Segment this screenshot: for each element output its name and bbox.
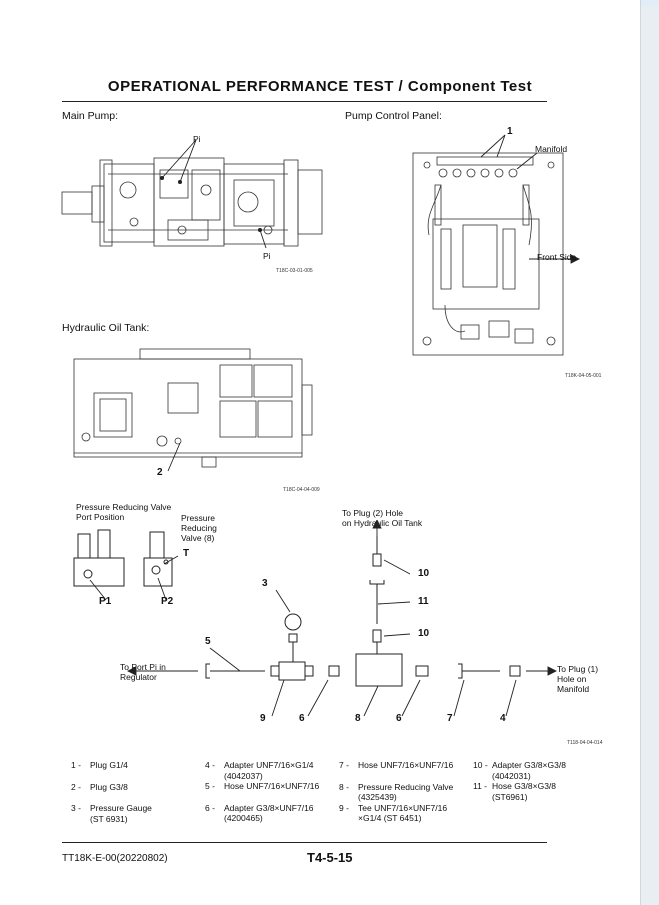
footer-rule: [62, 842, 547, 843]
legend-item: 9 -Tee UNF7/16×UNF7/16: [339, 802, 448, 813]
page-number: T4-5-15: [307, 850, 353, 865]
legend-item: 6 -Adapter G3/8×UNF7/16: [205, 802, 314, 813]
callout-10-top: 10: [418, 568, 430, 579]
callout-6-left: 6: [299, 713, 305, 724]
tank-figure-code: T18C-04-04-009: [283, 487, 320, 493]
pump-control-panel-label: Pump Control Panel:: [345, 110, 442, 122]
diagram-figure-code: T118-04-04-014: [567, 740, 603, 746]
to-plug-1-label: To Plug (1) Hole on Manifold: [557, 664, 599, 694]
legend-item-sub: (ST6961): [492, 791, 528, 802]
main-pump-figure: [61, 139, 323, 249]
control-panel-callout-1: 1: [507, 126, 513, 137]
legend-item: 11 -Hose G3/8×G3/8: [473, 781, 557, 791]
legend-item: 5 -Hose UNF7/16×UNF7/16: [205, 781, 320, 791]
legend-column-4: 10 -Adapter G3/8×G3/8 (4042031) 11 -Hose…: [473, 760, 566, 802]
legend-item-sub: (4042031): [492, 770, 531, 781]
callout-3: 3: [262, 578, 268, 589]
page-title: OPERATIONAL PERFORMANCE TEST / Component…: [107, 78, 533, 95]
legend-item-sub: (4042037): [224, 770, 263, 781]
legend-item: 7 -Hose UNF7/16×UNF7/16: [339, 760, 454, 770]
to-plug-2-label: To Plug (2) Hole on Hydraulic Oil Tank: [342, 508, 423, 528]
main-pump-callout-pi-bottom: Pi: [263, 251, 271, 261]
legend-column-2: 4 -Adapter UNF7/16×G1/4 (4042037) 5 -Hos…: [205, 760, 319, 824]
callout-6-right: 6: [396, 713, 402, 724]
hydraulic-oil-tank-figure: [73, 348, 313, 472]
main-pump-label: Main Pump:: [62, 110, 119, 122]
callout-10-bottom: 10: [418, 628, 430, 639]
callout-7: 7: [447, 713, 453, 724]
p1-label: P1: [99, 596, 112, 607]
main-pump-callout-pi-top: Pi: [193, 134, 201, 144]
legend-item: 8 -Pressure Reducing Valve: [339, 781, 454, 792]
manifold-callout: Manifold: [535, 144, 568, 154]
hydraulic-oil-tank-label: Hydraulic Oil Tank:: [62, 322, 150, 334]
prv-label: Pressure Reducing Valve (8): [181, 513, 217, 543]
callout-4: 4: [500, 713, 506, 724]
prv-port-position-label: Pressure Reducing Valve Port Position: [76, 502, 172, 522]
t-port-label: T: [183, 548, 190, 559]
legend-item-sub: ×G1/4 (ST 6451): [358, 813, 422, 823]
legend-item-sub: (ST 6931): [90, 813, 128, 824]
legend-item: 2 -Plug G3/8: [71, 781, 128, 792]
callout-9: 9: [260, 713, 266, 724]
legend-item: 10 -Adapter G3/8×G3/8: [473, 760, 566, 770]
legend-column-1: 1 -Plug G1/4 2 -Plug G3/8 3 -Pressure Ga…: [71, 760, 152, 824]
pump-control-panel-figure: [412, 134, 581, 356]
legend-item: 1 -Plug G1/4: [71, 760, 128, 770]
p2-label: P2: [161, 596, 174, 607]
callout-11: 11: [418, 596, 429, 607]
doc-code: TT18K-E-00(20220802): [62, 853, 168, 864]
legend-item: 4 -Adapter UNF7/16×G1/4: [205, 760, 314, 770]
callout-8: 8: [355, 713, 361, 724]
legend-item-sub: (4325439): [358, 792, 397, 802]
legend-item: 3 -Pressure Gauge: [71, 803, 152, 813]
legend-column-3: 7 -Hose UNF7/16×UNF7/16 8 -Pressure Redu…: [339, 760, 453, 824]
callout-5: 5: [205, 636, 211, 647]
title-rule: [62, 101, 547, 102]
tank-callout-2: 2: [157, 467, 163, 478]
test-connection-diagram: [73, 520, 558, 717]
main-pump-figure-code: T18C-03-01-005: [276, 268, 313, 274]
control-panel-figure-code: T18K-04-05-001: [565, 373, 602, 379]
to-port-pi-label: To Port Pi in Regulator: [120, 662, 166, 682]
legend-item-sub: (4200465): [224, 813, 263, 823]
document-page: OPERATIONAL PERFORMANCE TEST / Component…: [0, 0, 641, 905]
front-side-callout: Front Side: [537, 252, 577, 262]
